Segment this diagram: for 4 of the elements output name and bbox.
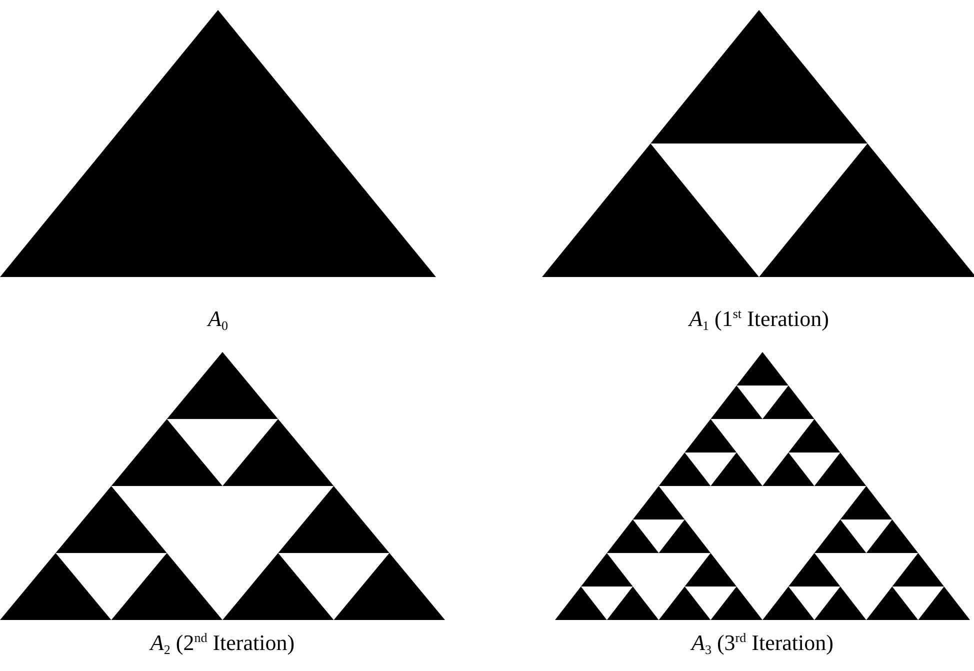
figure-caption: A$_{1}$ (1$^{st}$ Iteration): [687, 306, 830, 334]
figure-caption: A$_{3}$ (3$^{rd}$ Iteration): [689, 630, 834, 658]
figure-caption: A$_{2}$ (2$^{nd}$ Iteration): [148, 630, 296, 658]
figure-caption: A$_{0}$: [206, 306, 229, 334]
